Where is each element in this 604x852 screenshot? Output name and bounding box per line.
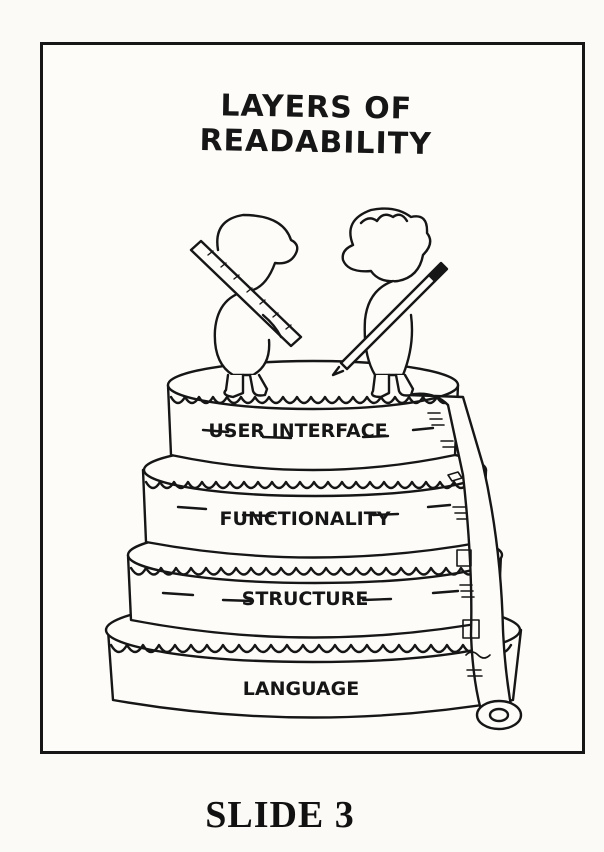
layer-label-functionality: FUNCTIONALITY (220, 508, 391, 530)
pen-icon (331, 261, 449, 377)
slide-frame: LAYERS OF READABILITY (40, 42, 585, 754)
figure-with-pen (331, 207, 449, 399)
cake-tier-user-interface (166, 359, 460, 472)
layer-label-language: LANGUAGE (243, 678, 359, 700)
figure-with-ruler (189, 213, 303, 399)
layer-label-user-interface: USER INTERFACE (208, 420, 387, 442)
layer-cake-illustration: USER INTERFACE FUNCTIONALITY STRUCTURE L… (104, 207, 523, 731)
slide-caption: SLIDE 3 (205, 794, 355, 836)
ruler-icon (189, 239, 303, 348)
layer-label-structure: STRUCTURE (242, 588, 369, 610)
scroll-illustration (406, 392, 523, 731)
